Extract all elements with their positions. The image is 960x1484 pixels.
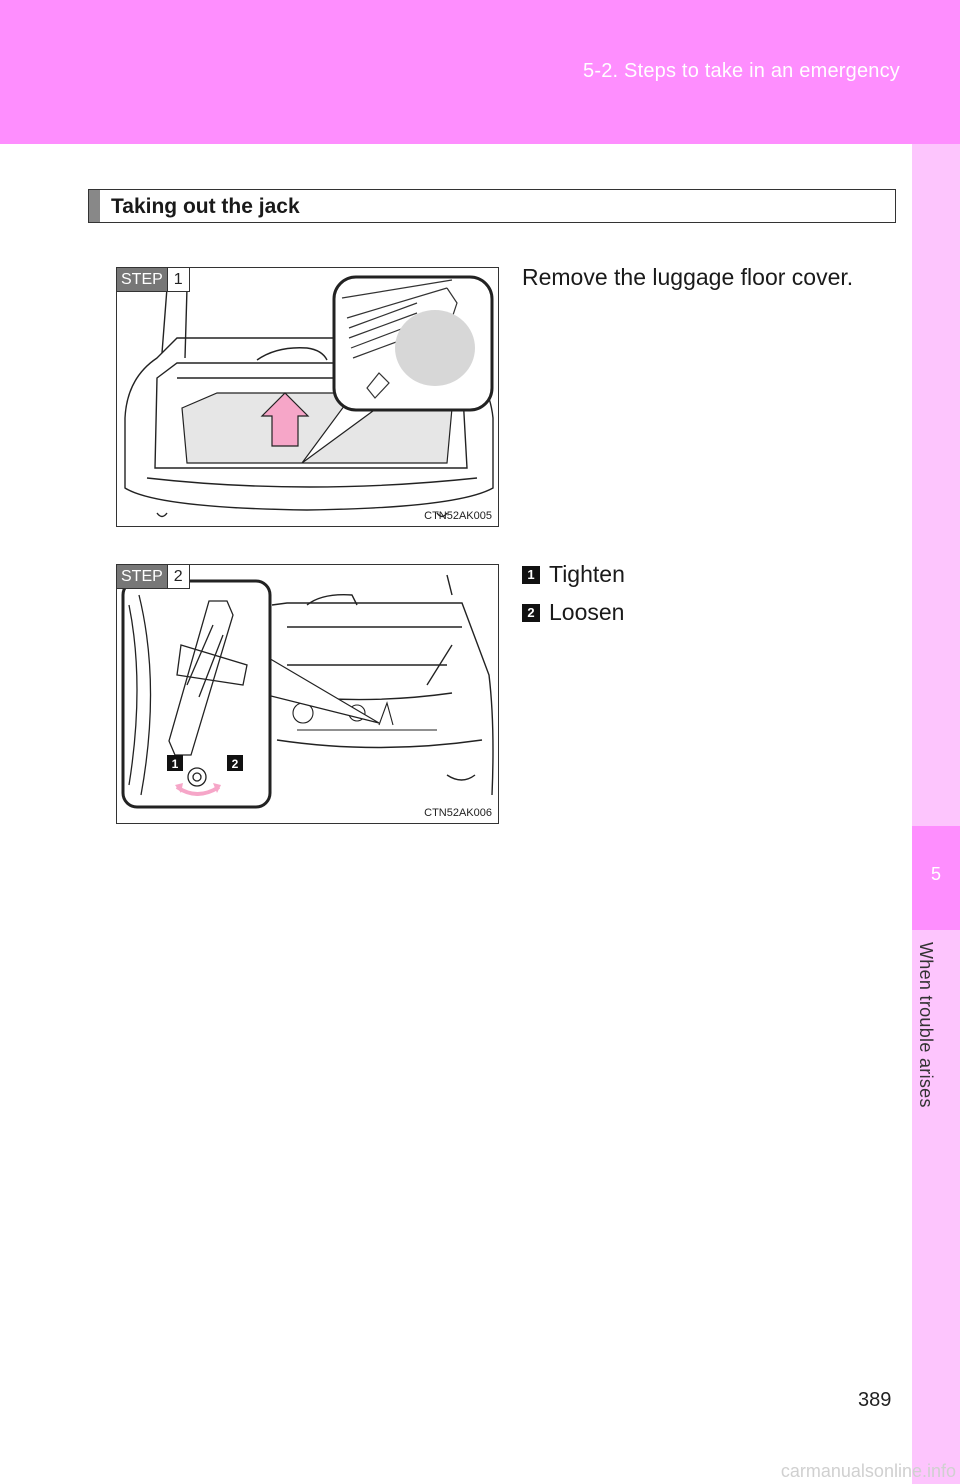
step-2-badge-word: STEP xyxy=(117,565,167,588)
section-heading-bar xyxy=(89,190,100,222)
chapter-number: 5 xyxy=(930,864,941,884)
trunk-open-illustration xyxy=(124,272,494,518)
chapter-number-tab xyxy=(912,826,960,930)
step-1-figure-code: CTN52AK005 xyxy=(424,510,492,522)
chapter-side-strip xyxy=(912,144,960,1484)
page-number: 389 xyxy=(858,1389,892,1411)
step-1-instruction: Remove the luggage floor cover. xyxy=(522,264,854,290)
step-1-badge: STEP 1 xyxy=(117,268,190,292)
legend-item: 1 Tighten xyxy=(522,561,625,588)
section-title: Taking out the jack xyxy=(111,195,300,218)
step-2-figure-code: CTN52AK006 xyxy=(424,807,492,819)
jack-location-illustration: 1 2 xyxy=(121,574,494,809)
breadcrumb: 5-2. Steps to take in an emergency xyxy=(583,60,900,82)
figure-callout-2: 2 xyxy=(232,757,239,771)
chapter-title: When trouble arises xyxy=(916,942,936,1108)
step-1-badge-number: 1 xyxy=(166,268,189,291)
legend-item: 2 Loosen xyxy=(522,599,624,626)
step-2-badge: STEP 2 xyxy=(117,565,190,589)
page-header: 5-2. Steps to take in an emergency xyxy=(0,0,960,144)
legend-label-tighten: Tighten xyxy=(549,561,625,587)
legend-label-loosen: Loosen xyxy=(549,599,625,625)
legend-number-1: 1 xyxy=(522,565,540,584)
section-heading: Taking out the jack xyxy=(88,189,896,223)
step-2-badge-number: 2 xyxy=(166,565,189,588)
legend-number-2: 2 xyxy=(522,603,540,622)
step-1-badge-word: STEP xyxy=(117,268,167,291)
figure-callout-1: 1 xyxy=(172,757,179,771)
step-2-figure: 1 2 STEP 2 CTN52AK006 xyxy=(116,564,499,824)
step-1-figure: STEP 1 CTN52AK005 xyxy=(116,267,499,527)
watermark: carmanualsonline.info xyxy=(780,1461,956,1481)
